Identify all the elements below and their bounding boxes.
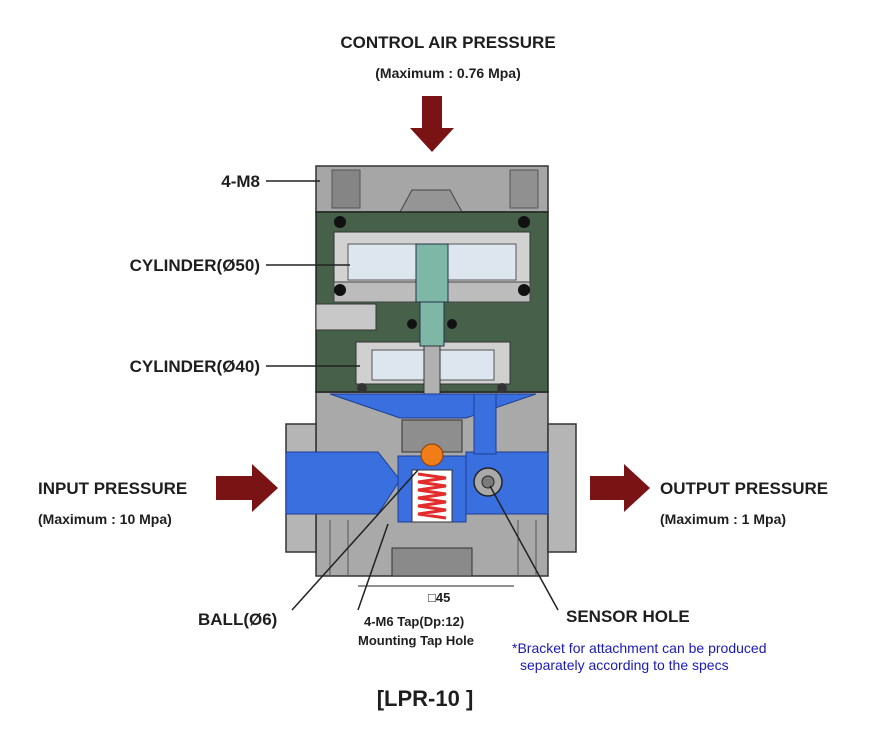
bolt-label: 4-M8 (221, 172, 260, 191)
leader-lines (266, 180, 559, 611)
tap-label: 4-M6 Tap(Dp:12) (364, 614, 464, 629)
arrow-right-icon (590, 464, 650, 512)
cylinder-50-label: CYLINDER(Ø50) (130, 256, 260, 275)
control-air-label: CONTROL AIR PRESSURE (340, 33, 555, 52)
fluid-passage (285, 393, 549, 523)
spring (411, 469, 453, 523)
input-max-label: (Maximum : 10 Mpa) (38, 511, 172, 527)
ball-label: BALL(Ø6) (198, 610, 277, 629)
valve-stem (407, 243, 457, 417)
model-label: [LPR-10 ] (377, 686, 474, 711)
output-max-label: (Maximum : 1 Mpa) (660, 511, 786, 527)
arrow-down-icon (410, 96, 454, 152)
sensor-hole-icon (473, 467, 503, 497)
ball-icon (420, 443, 444, 467)
arrow-right-icon (216, 464, 278, 512)
top-cap (315, 165, 549, 213)
tap-hole-label: Mounting Tap Hole (358, 633, 474, 648)
cylinder-40-label: CYLINDER(Ø40) (130, 357, 260, 376)
bracket-note-line2: separately according to the specs (520, 657, 729, 673)
output-pressure-label: OUTPUT PRESSURE (660, 479, 828, 498)
sensor-hole-label: SENSOR HOLE (566, 607, 690, 626)
input-pressure-label: INPUT PRESSURE (38, 479, 187, 498)
dimension-label: □45 (428, 590, 450, 605)
bracket-note-line1: *Bracket for attachment can be produced (512, 640, 766, 656)
control-air-max-label: (Maximum : 0.76 Mpa) (375, 65, 520, 81)
